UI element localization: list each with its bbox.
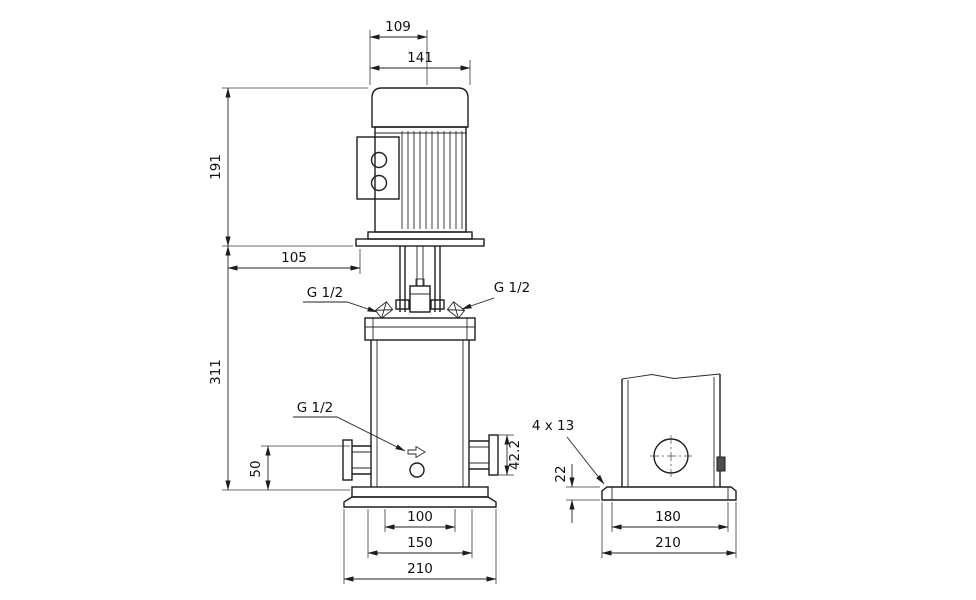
dim-label-141: 141 bbox=[407, 50, 433, 66]
dim-motor-top-width: 109 bbox=[369, 19, 428, 85]
discharge-port bbox=[469, 434, 499, 476]
dim-port-size: 42.2 bbox=[499, 434, 523, 476]
pump-head bbox=[364, 317, 476, 341]
label-vent-left: G 1/2 bbox=[303, 285, 378, 313]
dim-slot-spacing: 180 bbox=[611, 502, 729, 532]
dim-base-width-side: 210 bbox=[601, 502, 737, 558]
pump-base bbox=[343, 486, 497, 508]
motor bbox=[355, 87, 485, 247]
label-drain: G 1/2 bbox=[293, 400, 406, 452]
label-vent-right: G 1/2 bbox=[461, 280, 530, 310]
chamber bbox=[621, 373, 726, 487]
dim-base-height-side: 22 bbox=[553, 464, 600, 523]
dim-base-width-front: 210 bbox=[343, 509, 497, 584]
vent-right-text: G 1/2 bbox=[494, 280, 530, 296]
dim-label-180: 180 bbox=[655, 509, 681, 525]
dim-label-150: 150 bbox=[407, 535, 433, 551]
dim-label-210-side: 210 bbox=[655, 535, 681, 551]
clamp-lug bbox=[716, 456, 726, 472]
dim-offset: 105 bbox=[227, 249, 361, 274]
motor-fins bbox=[401, 131, 463, 229]
dim-base-holes: 100 bbox=[384, 509, 456, 532]
dim-label-42-2: 42.2 bbox=[507, 440, 523, 470]
dim-label-50: 50 bbox=[248, 460, 264, 477]
slot-text: 4 x 13 bbox=[532, 418, 574, 434]
dim-label-22: 22 bbox=[553, 465, 569, 482]
dim-motor-height: 191 bbox=[208, 87, 368, 247]
front-view bbox=[342, 87, 499, 508]
drain-text: G 1/2 bbox=[297, 400, 333, 416]
coupling-lantern bbox=[374, 246, 466, 319]
dim-port-height: 50 bbox=[248, 445, 350, 491]
suction-port bbox=[342, 439, 371, 481]
dim-label-311: 311 bbox=[208, 359, 224, 385]
dim-label-100: 100 bbox=[407, 509, 433, 525]
dim-label-105: 105 bbox=[281, 250, 307, 266]
dim-label-109: 109 bbox=[385, 19, 411, 35]
terminal-box bbox=[356, 136, 400, 200]
dim-label-191: 191 bbox=[208, 154, 224, 180]
vent-left-text: G 1/2 bbox=[307, 285, 343, 301]
side-view bbox=[601, 373, 737, 501]
vent-plug-left-icon bbox=[374, 301, 394, 319]
dim-label-210-front: 210 bbox=[407, 561, 433, 577]
vent-plug-right-icon bbox=[446, 301, 466, 319]
base-plate-side bbox=[601, 486, 737, 501]
dim-base-feet: 150 bbox=[367, 509, 473, 558]
dim-motor-width: 141 bbox=[369, 50, 471, 85]
dim-pump-height: 311 bbox=[208, 245, 350, 491]
label-slot: 4 x 13 bbox=[532, 418, 605, 485]
drain-mark bbox=[407, 445, 426, 478]
pump-sleeve bbox=[370, 340, 470, 487]
